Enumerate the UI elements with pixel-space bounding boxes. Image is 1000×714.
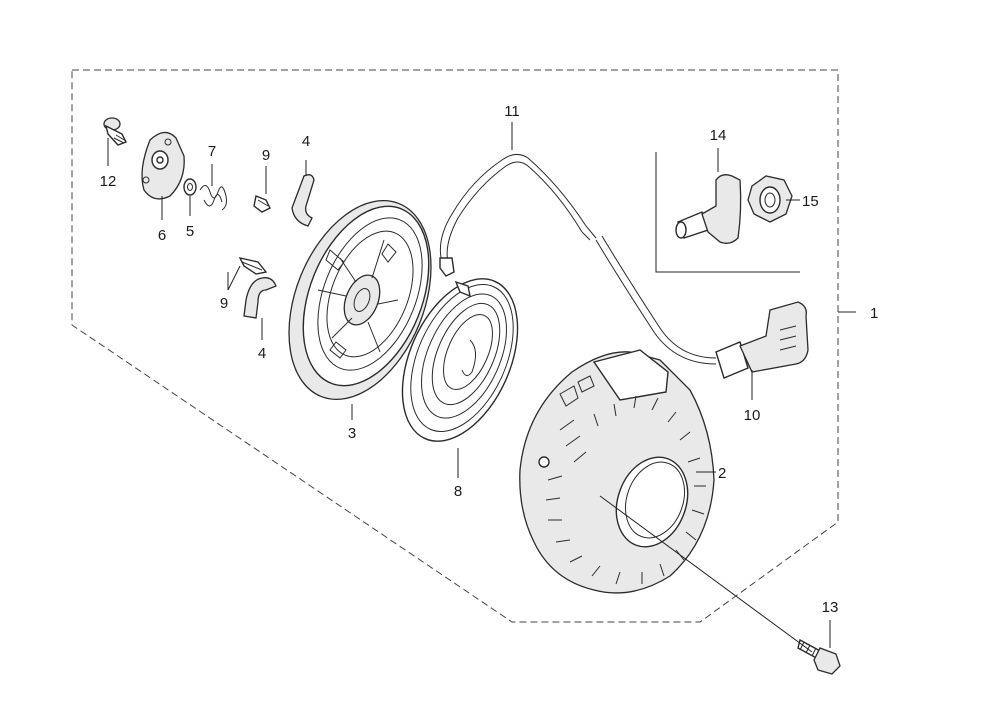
part-11-rope <box>439 154 717 365</box>
callout-6: 6 <box>158 227 166 244</box>
callout-9-upper: 9 <box>262 147 270 164</box>
callout-2: 2 <box>718 465 726 482</box>
part-3-reel <box>288 199 432 401</box>
callout-9-lower: 9 <box>220 295 228 312</box>
callout-13: 13 <box>822 599 839 616</box>
callout-4-upper: 4 <box>302 133 310 150</box>
part-5-washer <box>183 178 197 196</box>
part-4-pawl-lower <box>243 277 277 319</box>
assembly-boundary <box>71 69 839 623</box>
part-8-recoil-spring <box>401 278 519 442</box>
callout-7: 7 <box>208 143 216 160</box>
callout-14: 14 <box>710 127 727 144</box>
part-7-spring <box>199 185 227 211</box>
part-9-clip-lower <box>238 256 268 275</box>
part-15-kit-grommet <box>747 175 793 223</box>
callout-11: 11 <box>504 103 520 120</box>
callout-12: 12 <box>100 173 117 190</box>
callout-4-lower: 4 <box>258 345 266 362</box>
leader-lines <box>107 122 856 653</box>
part-14-kit-handle <box>675 174 742 244</box>
callout-15: 15 <box>802 193 819 210</box>
callout-8: 8 <box>454 483 462 500</box>
part-10-handle <box>715 301 809 379</box>
part-6-ratchet <box>141 131 185 200</box>
kit-inset-box <box>655 152 800 273</box>
callout-5: 5 <box>186 223 194 240</box>
part-4-pawl-upper <box>291 174 315 227</box>
callout-1: 1 <box>870 305 878 322</box>
part-13-bolt <box>797 638 841 675</box>
part-9-clip-upper <box>253 195 271 213</box>
callout-3: 3 <box>348 425 356 442</box>
callout-10: 10 <box>744 407 761 424</box>
part-12-bolt <box>103 117 127 146</box>
part-2-starter-case <box>519 349 715 594</box>
